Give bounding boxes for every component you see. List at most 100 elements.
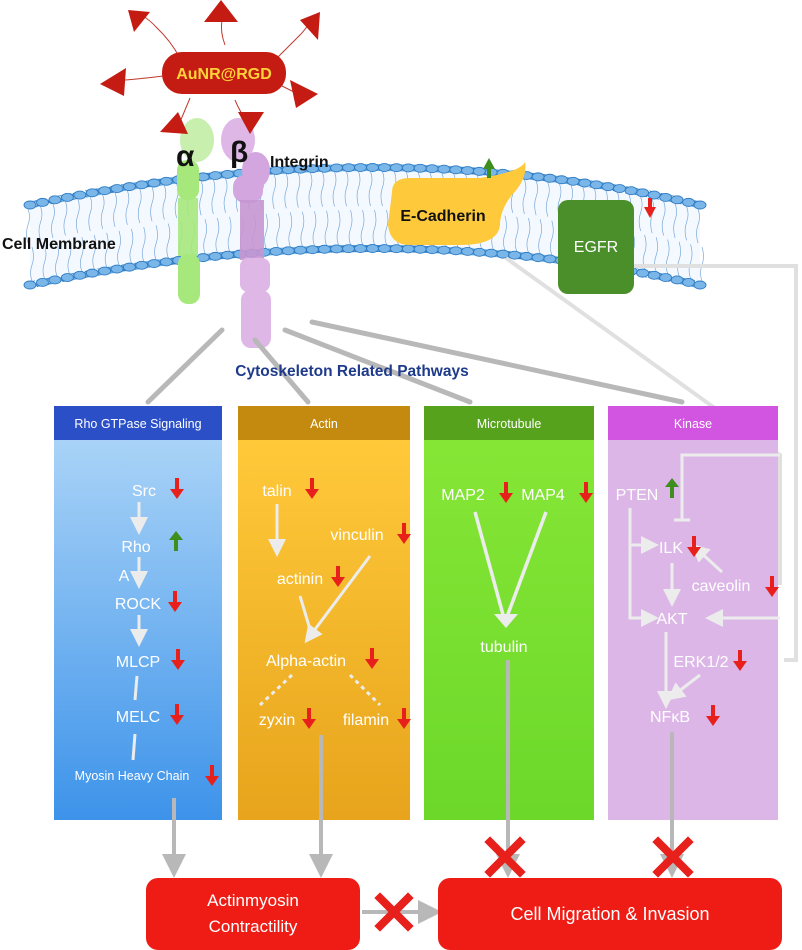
- integrin-beta-label: β: [230, 136, 248, 169]
- rho-rho-label: Rho: [121, 539, 150, 556]
- kinase-panel-title: Kinase: [674, 417, 712, 431]
- lipid-head: [531, 253, 545, 263]
- lipid-head: [682, 197, 696, 207]
- rho-src-label: Src: [132, 483, 156, 500]
- e-cadherin-up-arrow: [483, 158, 495, 178]
- down-arrow-icon: [305, 478, 319, 499]
- lipid-head: [122, 182, 136, 192]
- lipid-head: [378, 163, 391, 172]
- down-arrow-icon: [205, 765, 219, 786]
- lipid-head: [147, 259, 161, 269]
- lipid-head: [60, 273, 74, 283]
- egfr-label: EGFR: [574, 239, 618, 256]
- e-cadherin-protein: [388, 162, 526, 245]
- lipid-head: [48, 275, 62, 285]
- lipid-head: [159, 176, 173, 186]
- lipid-head: [682, 277, 696, 287]
- lipid-head: [484, 167, 498, 177]
- actin-talin-label: talin: [262, 483, 291, 500]
- actin-panel: [238, 406, 410, 820]
- lipid-head: [543, 254, 557, 264]
- lipid-head: [670, 275, 684, 285]
- lipid-head: [437, 164, 451, 174]
- egfr-down-arrow: [644, 198, 656, 218]
- cell-membrane-label: Cell Membrane: [2, 236, 116, 253]
- aunr-rgd-rod: [162, 52, 286, 94]
- rho-panel: [54, 406, 222, 820]
- lipid-head: [60, 192, 74, 202]
- kinase-erk-label: ERK1/2: [673, 654, 728, 671]
- microtubule-panel-header: [424, 406, 594, 440]
- actin-vinculin-label: vinculin: [330, 527, 383, 544]
- lipid-head: [461, 166, 475, 176]
- actin-actinin-label: actinin: [277, 571, 323, 588]
- lipid-head: [413, 163, 427, 173]
- block-x-microtubule: [484, 836, 526, 878]
- lipid-head: [36, 197, 49, 207]
- change-indicators: [168, 478, 779, 786]
- micro-map4-label: MAP4: [521, 487, 565, 504]
- kinase-akt-label: AKT: [656, 611, 687, 628]
- e-cadherin-label: E-Cadherin: [400, 208, 485, 225]
- down-arrow-icon: [499, 482, 513, 503]
- lipid-head: [221, 250, 235, 260]
- lipid-head: [48, 195, 62, 205]
- lipid-head: [366, 163, 379, 172]
- microtubule-panel-title: Microtubule: [477, 417, 542, 431]
- actin-flow-arrows: [258, 504, 382, 707]
- integrin-alpha-label: α: [176, 140, 195, 173]
- kinase-panel: [608, 406, 778, 820]
- aunr-rgd-label: AuNR@RGD: [176, 66, 272, 83]
- down-arrow-icon: [365, 648, 379, 669]
- lipid-head: [589, 180, 603, 190]
- down-arrow-icon: [579, 482, 593, 503]
- egfr-receptor: [558, 200, 634, 294]
- lipid-head: [389, 244, 403, 254]
- down-arrow-icon: [397, 708, 411, 729]
- lipid-head: [36, 277, 49, 287]
- lipid-head: [519, 251, 533, 261]
- cytoskeleton-title: Cytoskeleton Related Pathways: [235, 363, 468, 380]
- lipid-head: [342, 244, 355, 254]
- down-arrow-icon: [687, 536, 701, 557]
- up-arrow-icon: [169, 531, 183, 551]
- lipid-head: [389, 163, 403, 173]
- actin-panel-header: [238, 406, 410, 440]
- lipid-head: [484, 248, 498, 258]
- lipid-head: [342, 163, 355, 173]
- lipid-head: [110, 184, 124, 194]
- lipid-head: [693, 200, 707, 210]
- block-x-contractility: [374, 892, 414, 932]
- lipid-head: [354, 244, 367, 253]
- kinase-ilk-label: ILK: [659, 540, 683, 557]
- down-arrow-icon: [331, 566, 345, 587]
- micro-arrowhead: [494, 614, 518, 628]
- lipid-head: [636, 188, 650, 198]
- rho-rock-label: ROCK: [115, 596, 162, 613]
- panel-output-arrows: [162, 660, 684, 924]
- lipid-head: [636, 268, 650, 278]
- lipid-head: [401, 244, 415, 254]
- lipid-head: [437, 245, 451, 255]
- cell-migration-invasion-box: [438, 878, 782, 950]
- lipid-head: [472, 247, 486, 257]
- lipid-head: [159, 257, 173, 267]
- block-x-marks: [374, 836, 694, 932]
- down-arrow-icon: [170, 478, 184, 499]
- down-arrow-icon: [302, 708, 316, 729]
- lipid-head: [659, 192, 673, 202]
- rho-panel-title: Rho GTPase Signaling: [74, 417, 201, 431]
- rho-melc-label: MELC: [116, 709, 160, 726]
- actin-panel-title: Actin: [310, 417, 338, 431]
- down-arrow-icon: [733, 650, 747, 671]
- lipid-head: [318, 244, 331, 254]
- lipid-head: [647, 270, 661, 280]
- lipid-head: [73, 270, 87, 280]
- lipid-head: [555, 175, 568, 185]
- lipid-head: [354, 163, 367, 172]
- cell-migration-invasion-label: Cell Migration & Invasion: [510, 904, 709, 924]
- kinase-caveolin-label: caveolin: [692, 578, 751, 595]
- lipid-head: [508, 250, 522, 260]
- lipid-head: [330, 244, 343, 254]
- lipid-head: [221, 169, 235, 179]
